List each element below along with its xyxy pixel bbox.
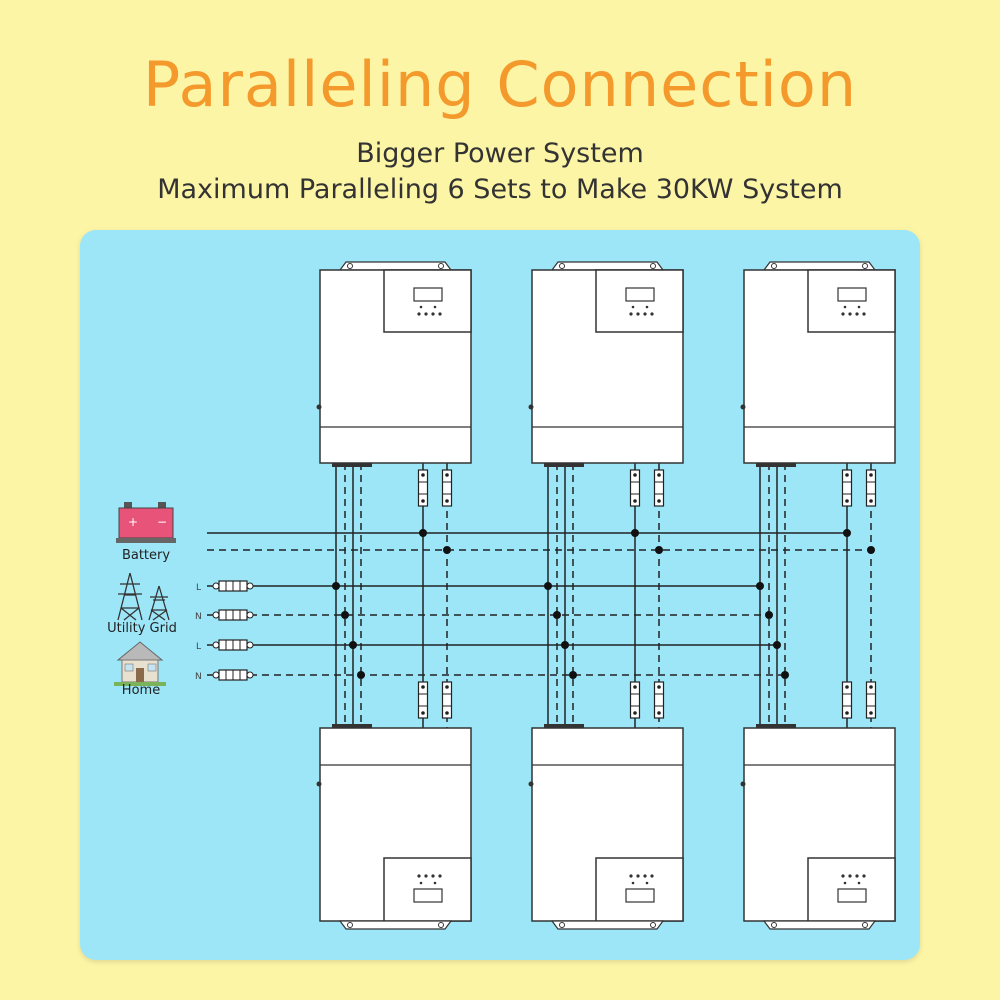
page-subtitle-line1: Bigger Power System xyxy=(356,138,644,169)
junction-dot xyxy=(655,546,663,554)
terminal-block xyxy=(756,463,796,467)
grid-l-label: L xyxy=(196,583,201,593)
dc-fuse xyxy=(653,469,665,507)
terminal-block xyxy=(544,724,584,728)
junction-dot xyxy=(843,529,851,537)
junction-dot xyxy=(631,529,639,537)
junction-dot xyxy=(419,529,427,537)
ac-breaker xyxy=(207,580,254,592)
dc-fuse xyxy=(629,469,641,507)
dc-fuse xyxy=(841,469,853,507)
ac-breaker xyxy=(207,639,254,651)
dc-fuse xyxy=(417,469,429,507)
page-title: Paralleling Connection xyxy=(142,48,858,121)
inverter-bottom-1 xyxy=(316,724,472,930)
inverter-top-2 xyxy=(528,261,684,467)
dc-fuse xyxy=(865,469,877,507)
terminal-block xyxy=(332,724,372,728)
mounting-bracket xyxy=(550,920,665,930)
inverter-bottom-2 xyxy=(528,724,684,930)
lcd-screen xyxy=(413,888,443,903)
home-label: Home xyxy=(121,683,161,698)
junction-dot xyxy=(357,671,365,679)
control-panel xyxy=(383,857,472,922)
home-l-label: L xyxy=(196,642,201,652)
ac-breaker xyxy=(207,609,254,621)
dc-fuse xyxy=(629,681,641,719)
terminal-block xyxy=(756,724,796,728)
lcd-screen xyxy=(413,287,443,302)
junction-dot xyxy=(332,582,340,590)
lcd-screen xyxy=(837,287,867,302)
junction-dot xyxy=(561,641,569,649)
battery-label: Battery xyxy=(121,548,171,563)
grid-n-label: N xyxy=(195,612,202,622)
junction-dot xyxy=(544,582,552,590)
utility-grid-label: Utility Grid xyxy=(107,621,177,636)
junction-dot xyxy=(765,611,773,619)
dc-fuse xyxy=(417,681,429,719)
dc-fuse xyxy=(441,469,453,507)
home-icon xyxy=(114,641,166,686)
junction-dot xyxy=(781,671,789,679)
junction-dot xyxy=(569,671,577,679)
inverter-top-3 xyxy=(740,261,896,467)
utility-grid-icon xyxy=(117,572,170,621)
terminal-block xyxy=(544,463,584,467)
inverter-bottom-3 xyxy=(740,724,896,930)
mounting-bracket xyxy=(762,920,877,930)
mounting-bracket xyxy=(762,261,877,271)
lcd-screen xyxy=(837,888,867,903)
mounting-bracket xyxy=(338,261,453,271)
junction-dot xyxy=(443,546,451,554)
battery-icon: + − xyxy=(116,502,176,543)
mounting-bracket xyxy=(338,920,453,930)
junction-dot xyxy=(553,611,561,619)
junction-dot xyxy=(773,641,781,649)
svg-text:+: + xyxy=(128,515,138,529)
junction-dot xyxy=(867,546,875,554)
mounting-bracket xyxy=(550,261,665,271)
svg-text:−: − xyxy=(157,515,167,529)
ac-breaker xyxy=(207,669,254,681)
page-subtitle-line2: Maximum Paralleling 6 Sets to Make 30KW … xyxy=(157,174,843,205)
dc-fuse xyxy=(841,681,853,719)
junction-dot xyxy=(349,641,357,649)
terminal-block xyxy=(332,463,372,467)
junction-dot xyxy=(756,582,764,590)
junction-dot xyxy=(341,611,349,619)
inverter-top-1 xyxy=(316,261,472,467)
dc-fuse xyxy=(865,681,877,719)
lcd-screen xyxy=(625,287,655,302)
lcd-screen xyxy=(625,888,655,903)
dc-fuse xyxy=(653,681,665,719)
dc-fuse xyxy=(441,681,453,719)
home-n-label: N xyxy=(195,672,202,682)
